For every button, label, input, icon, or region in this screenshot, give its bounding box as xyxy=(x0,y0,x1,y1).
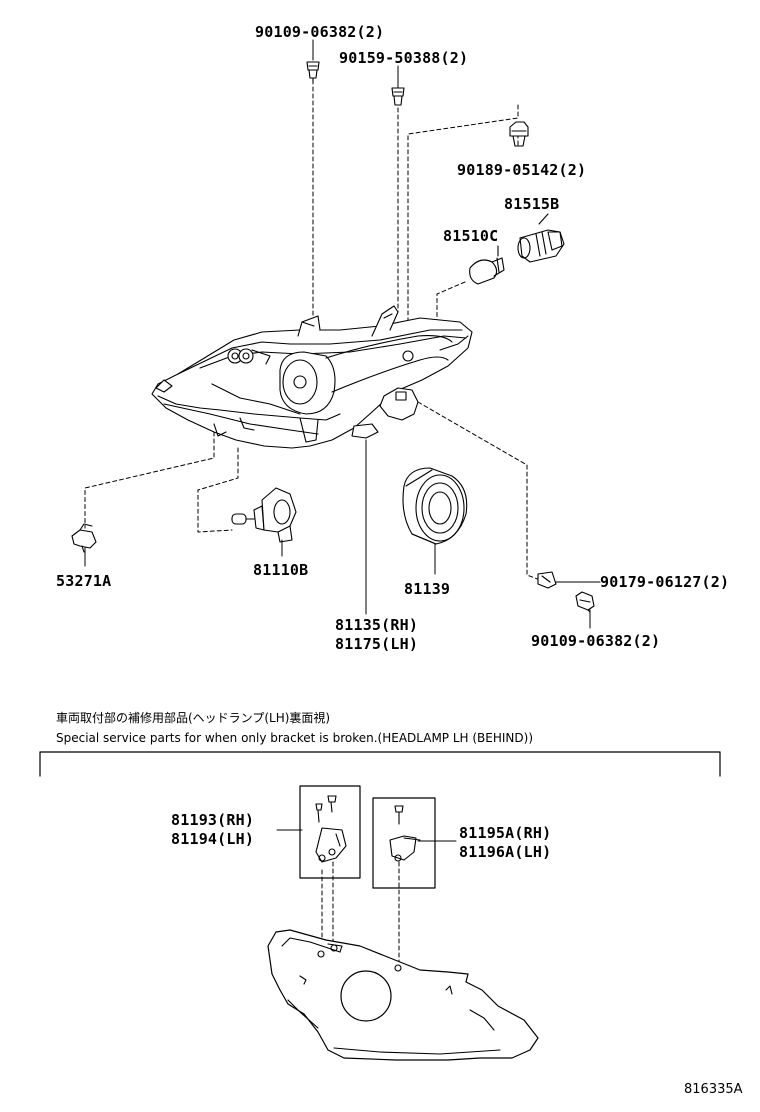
label-90109-06382-top: 90109-06382(2) xyxy=(255,23,385,41)
diagram-code: 816335A xyxy=(684,1082,743,1097)
box-81193 xyxy=(299,785,361,879)
dashed-leader-lines xyxy=(84,79,541,963)
cap-81139 xyxy=(402,467,468,545)
note-japanese: 車両取付部の補修用部品(ヘッドランプ(LH)裏面視) xyxy=(56,711,331,725)
label-81515b: 81515B xyxy=(504,195,560,213)
label-81196a-lh: 81196A(LH) xyxy=(459,843,552,861)
label-81195a-rh: 81195A(RH) xyxy=(459,824,552,842)
label-81510c: 81510C xyxy=(443,227,499,245)
bulb-81110b xyxy=(231,487,297,543)
section-bracket xyxy=(39,751,721,777)
label-53271a: 53271A xyxy=(56,572,112,590)
label-81135-rh: 81135(RH) xyxy=(335,616,419,634)
headlamp-back-view xyxy=(267,929,539,1061)
label-81110b: 81110B xyxy=(253,561,309,579)
screw-90109-top xyxy=(306,61,320,83)
label-81194-lh: 81194(LH) xyxy=(171,830,255,848)
label-81193-rh: 81193(RH) xyxy=(171,811,255,829)
label-81139: 81139 xyxy=(404,580,451,598)
box-81195a xyxy=(372,797,436,889)
bracket-81195a xyxy=(389,805,421,862)
label-90189-05142: 90189-05142(2) xyxy=(457,161,587,179)
screw-90159 xyxy=(391,87,405,106)
label-90179-06127: 90179-06127(2) xyxy=(600,573,730,591)
bracket-81193 xyxy=(315,795,347,863)
headlamp-assembly xyxy=(151,305,473,449)
screw-90189 xyxy=(509,121,529,147)
label-81175-lh: 81175(LH) xyxy=(335,635,419,653)
socket-81515b xyxy=(517,213,565,263)
note-english: Special service parts for when only brac… xyxy=(56,731,534,745)
nut-90179 xyxy=(537,571,557,589)
bulb-81510c xyxy=(469,245,505,285)
clip-53271a xyxy=(71,523,97,553)
label-90159-50388: 90159-50388(2) xyxy=(339,49,469,67)
screw-90109-bottom xyxy=(575,591,595,613)
label-90109-06382-bottom: 90109-06382(2) xyxy=(531,632,661,650)
